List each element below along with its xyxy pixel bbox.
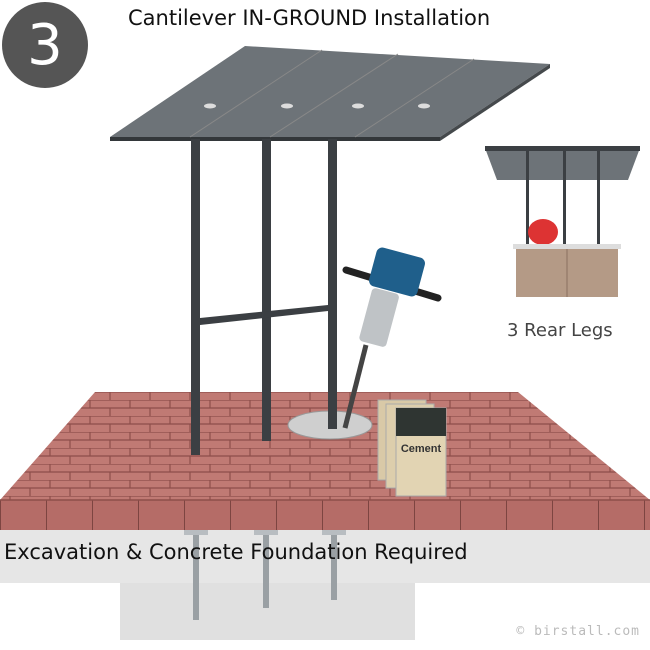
- canopy-roof: [110, 46, 550, 141]
- jackhammer: [342, 247, 442, 429]
- watermark: © birstall.com: [516, 624, 640, 639]
- step-number-badge: 3: [2, 2, 88, 88]
- paver-slab: [0, 392, 650, 530]
- page-title: Cantilever IN-GROUND Installation: [128, 6, 491, 30]
- concrete-foundation: [0, 528, 650, 640]
- foundation-caption: Excavation & Concrete Foundation Require…: [4, 540, 468, 564]
- posts: [191, 139, 337, 455]
- cement-bags: Cement: [377, 399, 447, 497]
- ground-anchors: [193, 528, 337, 620]
- inset-kitchen-illustration: [485, 146, 640, 297]
- cement-label: Cement: [401, 443, 442, 455]
- inset-caption: 3 Rear Legs: [507, 320, 613, 341]
